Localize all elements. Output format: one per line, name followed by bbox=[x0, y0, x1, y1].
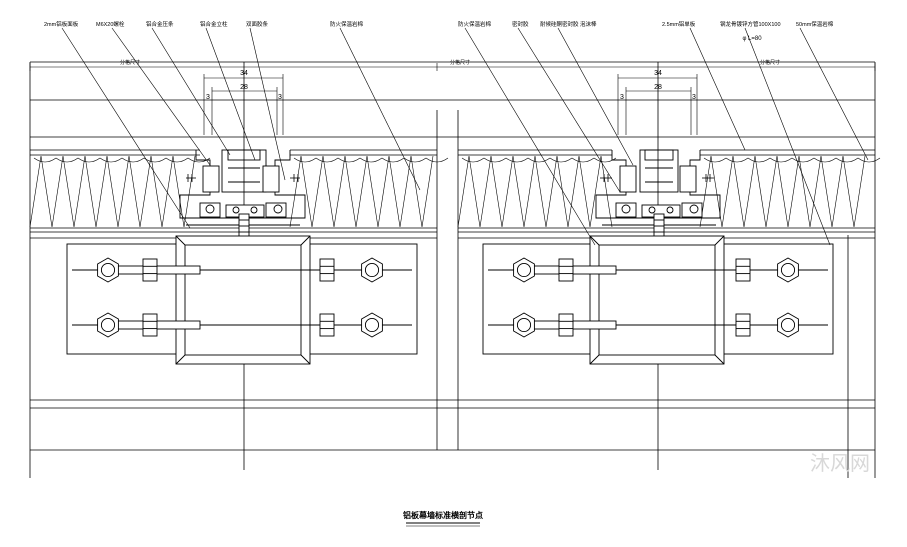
insulation-arc bbox=[483, 157, 507, 163]
insulation-arc bbox=[527, 157, 551, 163]
insulation-arc bbox=[725, 157, 749, 163]
dim-overall-right: 分格尺寸 bbox=[760, 59, 780, 66]
dim-inner-right: 28 bbox=[654, 84, 662, 91]
label-aluminium-mullion: 铝合金立柱 bbox=[200, 20, 228, 28]
nut-bore bbox=[780, 262, 796, 278]
insulation-zigzag bbox=[289, 155, 434, 228]
insulation-arc bbox=[187, 157, 211, 163]
insulation-zigzag bbox=[29, 155, 196, 228]
dimension-lines bbox=[29, 63, 876, 135]
nut-bore bbox=[516, 317, 532, 333]
dim-joint-right: 34 bbox=[654, 70, 662, 77]
dim-gap-left-b: 3 bbox=[278, 94, 282, 101]
section-note: φ L=80 bbox=[742, 36, 762, 42]
joint-assembly-left bbox=[179, 149, 306, 255]
insulation-arc bbox=[593, 157, 617, 163]
label-tape: 双面胶条 bbox=[246, 20, 269, 28]
label-rock-wool-left: 防火保温岩棉 bbox=[330, 20, 364, 28]
dim-overall-mid: 分格尺寸 bbox=[450, 59, 470, 66]
label-50mm-wool: 50mm保温岩棉 bbox=[796, 20, 834, 28]
insulation-arc bbox=[337, 157, 361, 163]
panel-bands bbox=[30, 149, 875, 239]
insulation-arc bbox=[769, 157, 793, 163]
leader-labels: 2mm铝板面板 M6X20螺栓 铝合金压条 铝合金立柱 双面胶条 防火保温岩棉 … bbox=[44, 20, 834, 28]
insulation-arc bbox=[77, 157, 101, 163]
anchor-bolts bbox=[97, 257, 799, 338]
title-block: 铝板幕墙标准横剖节点 bbox=[403, 510, 483, 527]
nut-bore bbox=[780, 317, 796, 333]
steel-plate-right bbox=[482, 235, 834, 365]
insulation-arc bbox=[835, 157, 859, 163]
insulation-arc bbox=[403, 157, 427, 163]
label-2mm-panel: 2mm铝板面板 bbox=[44, 20, 79, 28]
nut-bore bbox=[364, 317, 380, 333]
dim-gap-right-b: 3 bbox=[692, 94, 696, 101]
side-nut bbox=[735, 258, 751, 282]
nut-bore bbox=[364, 262, 380, 278]
label-weather-sealant: 耐候硅酮密封胶 泡沫棒 bbox=[540, 20, 597, 28]
insulation-arc bbox=[549, 157, 573, 163]
dim-joint-left: 34 bbox=[240, 70, 248, 77]
insulation-hatching bbox=[29, 155, 881, 228]
label-2-5mm-panel: 2.5mm铝单板 bbox=[662, 20, 696, 28]
nut-bore bbox=[516, 262, 532, 278]
insulation-arc bbox=[791, 157, 815, 163]
insulation-arc bbox=[55, 157, 79, 163]
side-nut bbox=[319, 313, 335, 337]
side-nut bbox=[558, 313, 574, 337]
label-pressure-strip: 铝合金压条 bbox=[146, 20, 174, 28]
label-m6-bolt: M6X20螺栓 bbox=[96, 20, 125, 28]
dim-gap-right-a: 3 bbox=[620, 94, 624, 101]
dimension-texts: 分格尺寸 分格尺寸 分格尺寸 34 28 3 3 34 28 3 3 φ L=8… bbox=[120, 36, 780, 101]
nut-bore bbox=[100, 317, 116, 333]
insulation-arc bbox=[315, 157, 339, 163]
insulation-arc bbox=[293, 157, 317, 163]
dim-gap-left-a: 3 bbox=[206, 94, 210, 101]
insulation-arc bbox=[121, 157, 145, 163]
insulation-arc bbox=[461, 157, 485, 163]
insulation-arc bbox=[33, 157, 57, 163]
fastener-marks bbox=[186, 174, 714, 182]
side-nut bbox=[558, 258, 574, 282]
dim-overall-left: 分格尺寸 bbox=[120, 59, 140, 66]
leader-lines bbox=[61, 27, 869, 246]
label-sealant: 密封胶 bbox=[512, 20, 529, 28]
insulation-arc bbox=[813, 157, 837, 163]
insulation-arc bbox=[857, 157, 881, 163]
insulation-arc bbox=[359, 157, 383, 163]
insulation-arc bbox=[505, 157, 529, 163]
insulation-arc bbox=[99, 157, 123, 163]
side-nut bbox=[142, 313, 158, 337]
side-nut bbox=[319, 258, 335, 282]
insulation-arc bbox=[747, 157, 771, 163]
dim-inner-left: 28 bbox=[240, 84, 248, 91]
insulation-arc bbox=[571, 157, 595, 163]
side-nut bbox=[735, 313, 751, 337]
insulation-zigzag bbox=[457, 155, 613, 228]
joint-assembly-right bbox=[595, 149, 721, 255]
label-rock-wool-right: 防火保温岩棉 bbox=[458, 20, 492, 28]
watermark: 沐风网 bbox=[810, 452, 870, 475]
insulation-arc bbox=[165, 157, 189, 163]
nut-bore bbox=[100, 262, 116, 278]
label-steel-keel: 钢龙骨镀锌方管100X100 bbox=[720, 20, 781, 28]
insulation-arc bbox=[425, 157, 449, 163]
insulation-arc bbox=[703, 157, 727, 163]
side-nut bbox=[142, 258, 158, 282]
drawing-title: 铝板幕墙标准横剖节点 bbox=[403, 510, 483, 520]
steel-plate-left bbox=[66, 235, 418, 365]
insulation-arc bbox=[381, 157, 405, 163]
insulation-zigzag bbox=[699, 155, 866, 228]
